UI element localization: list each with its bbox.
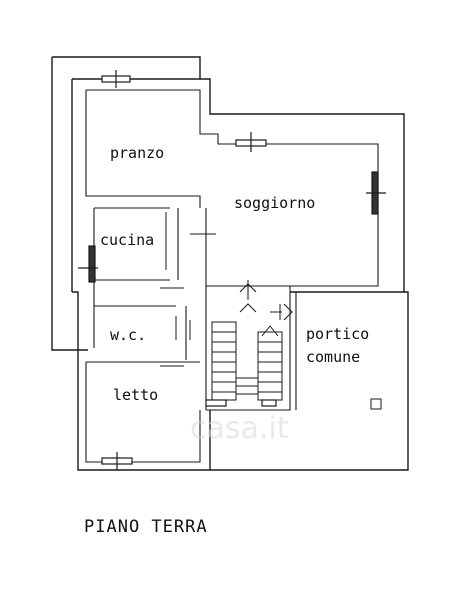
room-label-letto: letto: [113, 386, 158, 404]
room-label-wc: w.c.: [110, 326, 146, 344]
room-label-pranzo: pranzo: [110, 144, 164, 162]
watermark-text: casa.it: [190, 411, 289, 446]
room-label-portico: portico: [306, 325, 369, 343]
window-marks: [78, 70, 386, 470]
room-label-soggiorno: soggiorno: [234, 194, 315, 212]
room-label-cucina: cucina: [100, 231, 154, 249]
door-marks: [160, 212, 293, 367]
outer-walls: [51, 56, 409, 471]
plan-caption: PIANO TERRA: [84, 517, 208, 537]
inner-walls: [85, 89, 379, 463]
staircase: [211, 321, 283, 401]
room-label-comune: comune: [306, 348, 360, 366]
column-mark: [370, 398, 382, 410]
